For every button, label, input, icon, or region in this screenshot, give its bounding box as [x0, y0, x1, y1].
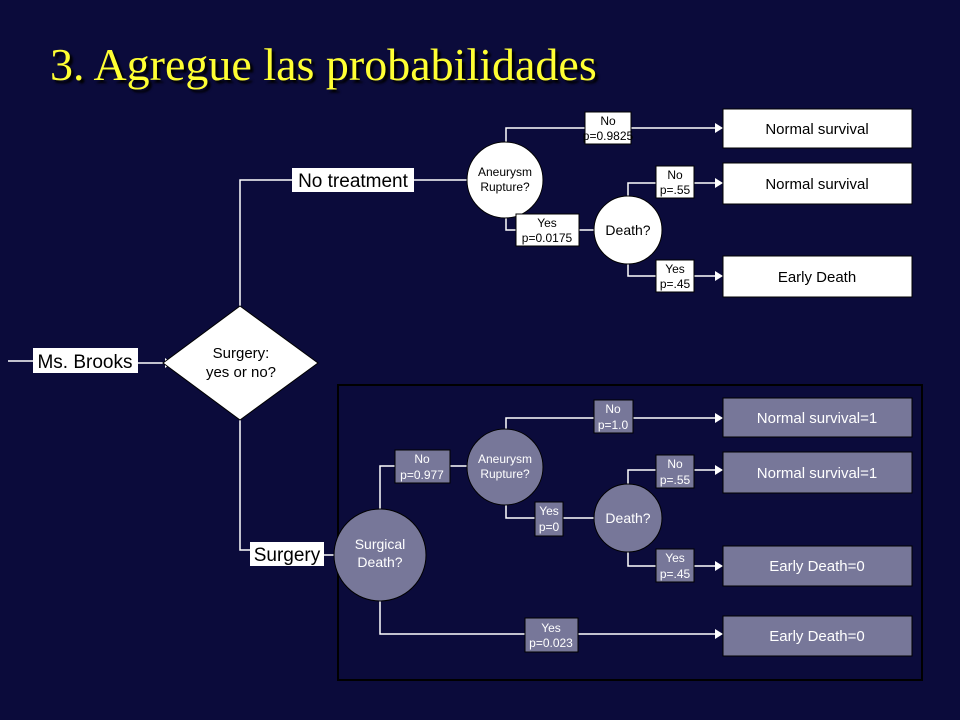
- branch-bot-rupture-yes-line1: Yes: [539, 504, 559, 518]
- outcome-bot-1-label: Normal survival=1: [757, 410, 877, 427]
- outcome-top-1: Normal survival: [722, 108, 913, 149]
- surgical-death-line2: Death?: [357, 554, 402, 570]
- outcome-top-3-label: Early Death: [778, 269, 856, 286]
- branch-label-bot-rupture-no: No p=1.0: [593, 399, 634, 434]
- outcome-top-2: Normal survival: [722, 162, 913, 205]
- surgery-node: Surgery: [250, 542, 324, 566]
- chance-node-surgical-death: Surgical Death?: [333, 508, 427, 602]
- branch-bot-rupture-no-line2: p=1.0: [598, 418, 629, 432]
- branch-top-death-no-line2: p=.55: [660, 183, 691, 197]
- branch-top-rupture-no-line1: No: [600, 114, 616, 128]
- chance-node-rupture-bottom: Aneurysm Rupture?: [466, 428, 544, 506]
- branch-label-surg-death-yes: Yes p=0.023: [524, 617, 579, 653]
- root-node: Ms. Brooks: [33, 348, 138, 373]
- branch-bot-death-yes-line1: Yes: [665, 551, 685, 565]
- branch-top-rupture-yes-line1: Yes: [537, 216, 557, 230]
- death-top-label: Death?: [605, 222, 650, 238]
- outcome-bot-3: Early Death=0: [722, 545, 913, 587]
- branch-label-bot-death-yes: Yes p=.45: [655, 548, 695, 583]
- branch-label-top-death-no: No p=.55: [655, 165, 695, 199]
- no-treatment-label: No treatment: [298, 171, 409, 192]
- rupture-top-line2: Rupture?: [480, 180, 530, 194]
- branch-surg-death-yes-line2: p=0.023: [529, 636, 573, 650]
- death-bottom-label: Death?: [605, 510, 650, 526]
- decision-node: Surgery: yes or no?: [162, 305, 319, 421]
- outcome-top-1-label: Normal survival: [765, 121, 868, 138]
- branch-label-top-rupture-no: No p=0.9825: [583, 111, 634, 145]
- decision-label-line2: yes or no?: [206, 364, 276, 381]
- chance-node-death-bottom: Death?: [593, 483, 663, 553]
- surgery-branch-frame: [337, 384, 923, 681]
- root-label: Ms. Brooks: [37, 352, 132, 373]
- branch-bot-death-yes-line2: p=.45: [660, 567, 691, 581]
- outcome-bot-4-label: Early Death=0: [769, 628, 864, 645]
- branch-label-top-rupture-yes: Yes p=0.0175: [515, 213, 580, 247]
- no-treatment-node: No treatment: [292, 168, 414, 192]
- branch-bot-death-no-line2: p=.55: [660, 473, 691, 487]
- branch-top-death-yes-line1: Yes: [665, 262, 685, 276]
- outcome-bot-1: Normal survival=1: [722, 397, 913, 438]
- decision-label-line1: Surgery:: [213, 345, 270, 362]
- branch-label-surg-death-no: No p=0.977: [394, 449, 451, 484]
- branch-bot-death-no-line1: No: [667, 457, 683, 471]
- surgical-death-line1: Surgical: [355, 536, 406, 552]
- outcome-bot-3-label: Early Death=0: [769, 558, 864, 575]
- rupture-top-line1: Aneurysm: [478, 165, 532, 179]
- chance-node-rupture-top: Aneurysm Rupture?: [466, 141, 544, 219]
- chance-node-death-top: Death?: [593, 195, 663, 265]
- rupture-bottom-line1: Aneurysm: [478, 452, 532, 466]
- outcome-top-3: Early Death: [722, 255, 913, 298]
- branch-surg-death-no-line2: p=0.977: [400, 468, 444, 482]
- branch-top-rupture-no-line2: p=0.9825: [583, 129, 634, 143]
- branch-bot-rupture-yes-line2: p=0: [539, 520, 560, 534]
- outcome-bot-2: Normal survival=1: [722, 451, 913, 494]
- branch-surg-death-no-line1: No: [414, 452, 430, 466]
- branch-label-bot-death-no: No p=.55: [655, 454, 695, 489]
- branch-top-rupture-yes-line2: p=0.0175: [522, 231, 573, 245]
- surgery-label: Surgery: [254, 545, 321, 566]
- outcome-bot-2-label: Normal survival=1: [757, 465, 877, 482]
- branch-surg-death-yes-line1: Yes: [541, 621, 561, 635]
- rupture-bottom-line2: Rupture?: [480, 467, 530, 481]
- branch-label-bot-rupture-yes: Yes p=0: [534, 501, 564, 537]
- branch-label-top-death-yes: Yes p=.45: [655, 259, 695, 293]
- branch-bot-rupture-no-line1: No: [605, 402, 621, 416]
- branch-top-death-yes-line2: p=.45: [660, 277, 691, 291]
- branch-top-death-no-line1: No: [667, 168, 683, 182]
- outcome-bot-4: Early Death=0: [722, 615, 913, 657]
- outcome-top-2-label: Normal survival: [765, 176, 868, 193]
- slide-title: 3. Agregue las probabilidades: [50, 39, 597, 90]
